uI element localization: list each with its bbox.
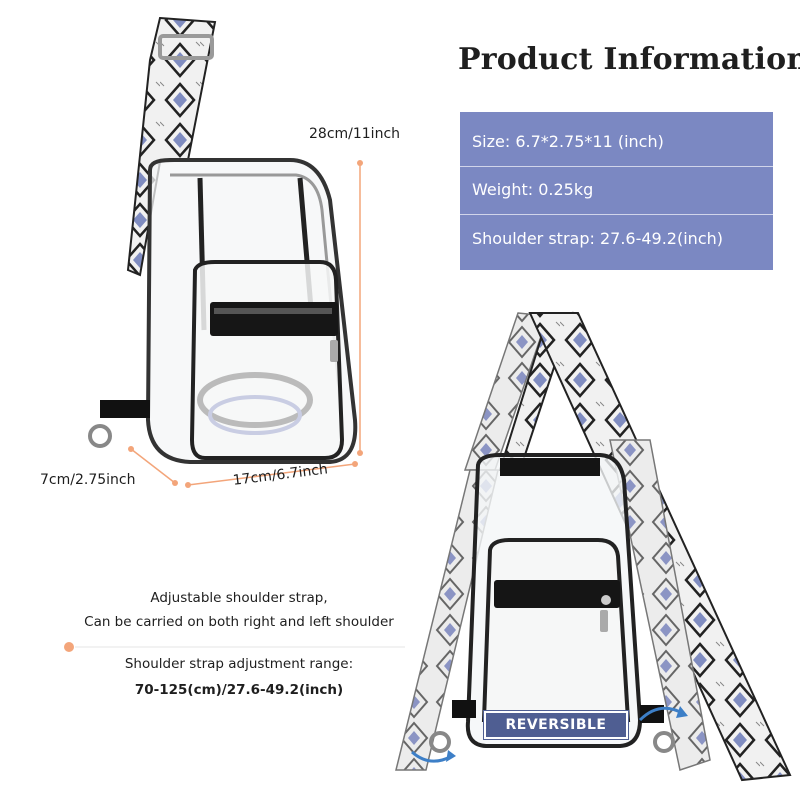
dimension-guides [128, 160, 363, 488]
page-title: Product Information [458, 42, 800, 77]
info-divider [460, 214, 773, 215]
left-bag-body [88, 158, 358, 464]
right-bag-body [429, 453, 675, 753]
reversible-badge: REVERSIBLE [484, 711, 628, 739]
product-info-panel: Size: 6.7*2.75*11 (inch) Weight: 0.25kg … [460, 112, 773, 270]
info-divider [460, 166, 773, 167]
size-info: Size: 6.7*2.75*11 (inch) [472, 132, 664, 151]
accent-dot [64, 642, 74, 652]
description-line-3: Shoulder strap adjustment range: [124, 656, 354, 672]
weight-info: Weight: 0.25kg [472, 180, 594, 199]
description-line-1: Adjustable shoulder strap, [150, 590, 328, 606]
strap-info: Shoulder strap: 27.6-49.2(inch) [472, 229, 723, 248]
description-line-2: Can be carried on both right and left sh… [84, 614, 394, 630]
description-line-4: 70-125(cm)/27.6-49.2(inch) [134, 682, 344, 698]
reversible-arrow-icons [411, 706, 688, 763]
depth-dimension-label: 7cm/2.75inch [40, 472, 136, 488]
height-dimension-label: 28cm/11inch [309, 126, 401, 142]
